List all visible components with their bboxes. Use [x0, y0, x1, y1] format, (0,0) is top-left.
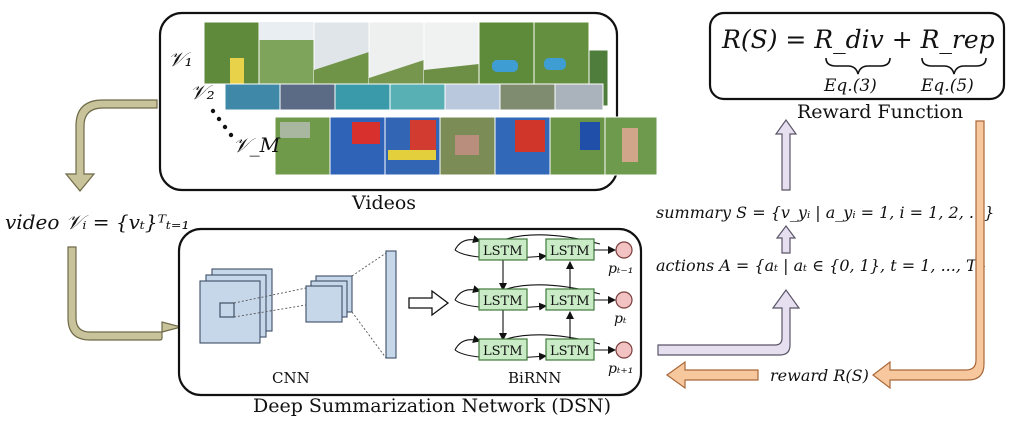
ellipsis-dot [222, 124, 228, 130]
arrow-videos-to-input [64, 99, 158, 192]
video-frame-hill [314, 52, 369, 84]
videos-panel: Videos [158, 11, 658, 214]
video-frame [334, 83, 391, 111]
feature-map-small [305, 285, 343, 323]
videos-title: Videos [351, 192, 416, 214]
output-label: pₜ₊₁ [608, 361, 633, 377]
arrow-actions-to-summary [775, 225, 797, 254]
fc-projection [351, 311, 387, 359]
output-label: pₜ [614, 311, 627, 327]
lstm-label: LSTM [550, 294, 590, 309]
lstm-cell-forward [478, 288, 528, 311]
video-frame [279, 83, 336, 111]
lstm-label: LSTM [483, 294, 523, 309]
output-node [615, 241, 633, 259]
lstm-cell-forward [478, 338, 528, 361]
cnn-block: CNN [199, 250, 397, 387]
video-frame [444, 83, 501, 111]
video-row-m-frames [274, 116, 658, 176]
arrow-reward-function-to-signal [872, 120, 985, 390]
input-arc [454, 335, 481, 351]
video-label-m: 𝒱_M [233, 133, 281, 157]
video-frame-detail [492, 60, 518, 72]
video-label-1: 𝒱₁ [168, 47, 193, 71]
lstm-label: LSTM [483, 344, 523, 359]
lstm-label: LSTM [550, 244, 590, 259]
ellipsis-dot [210, 108, 216, 114]
video-input-label: video 𝒱ᵢ = {vₜ}ᵀₜ₌₁ [5, 210, 189, 234]
reward-panel: R(S) = R_div + R_rep Eq.(3) Eq.(5) Rewar… [708, 11, 1006, 123]
video-frame-detail [455, 135, 479, 155]
lstm-label: LSTM [550, 344, 590, 359]
video-frame-detail [230, 58, 244, 84]
conv-kernel [219, 302, 235, 318]
row-ellipsis-dots [210, 108, 234, 138]
arrow-summary-to-reward [774, 118, 798, 191]
feature-map [199, 280, 261, 344]
kernel-projection [233, 304, 307, 318]
video-label-2: 𝒱₂ [190, 80, 215, 104]
brace-rep [921, 57, 987, 75]
kernel-projection [233, 287, 307, 304]
cnn-to-birnn-arrow [408, 289, 450, 317]
birnn-label: BiRNN [508, 369, 561, 387]
video-frame-hill [424, 64, 479, 84]
feature-vector [385, 250, 397, 359]
video-frame [499, 83, 556, 111]
ellipsis-dot [228, 132, 234, 138]
input-arc [454, 235, 481, 251]
video-frame-detail [280, 122, 310, 138]
reward-function-title: Reward Function [797, 101, 963, 123]
ellipsis-dot [216, 116, 222, 122]
arrow-input-to-dsn [67, 246, 184, 341]
video-frame-detail [580, 122, 600, 150]
dsn-title: Deep Summarization Network (DSN) [253, 395, 611, 417]
video-row-1-frames [203, 21, 609, 107]
arrow-dsn-to-actions [657, 288, 801, 356]
brace-div [825, 57, 891, 75]
video-frame-sky [259, 22, 314, 40]
reward-formula: R(S) = R_div + R_rep [721, 25, 995, 54]
video-frame-detail [388, 150, 436, 160]
lstm-cell-forward [478, 238, 528, 261]
fc-projection [351, 252, 387, 277]
output-node [615, 341, 633, 359]
video-frame-detail [544, 58, 566, 70]
eq-rep-ref: Eq.(5) [920, 76, 974, 96]
dsn-panel: Deep Summarization Network (DSN) CNN [177, 227, 643, 417]
reward-panel-frame [708, 11, 1006, 101]
video-frame-detail [410, 120, 436, 150]
actions-label: actions A = {aₜ | aₜ ∈ {0, 1}, t = 1, ..… [656, 256, 987, 275]
video-frame-detail [352, 122, 380, 144]
birnn-block: LSTM LSTM LSTM LSTM LSTM LSTM pₜ₋₁ pₜ pₜ… [454, 234, 633, 387]
video-frame-detail [515, 120, 545, 152]
eq-div-ref: Eq.(3) [823, 76, 877, 96]
arrow-reward-to-dsn [665, 360, 759, 390]
video-frame [533, 21, 590, 85]
video-row-2-frames [224, 83, 604, 111]
video-frame [224, 83, 281, 111]
output-label: pₜ₋₁ [608, 261, 633, 277]
reward-signal-label: reward R(S) [770, 366, 869, 385]
input-arc [454, 285, 481, 301]
video-frame [554, 83, 604, 111]
summary-label: summary S = {v_yᵢ | a_yᵢ = 1, i = 1, 2, … [656, 203, 994, 222]
output-node [615, 291, 633, 309]
cnn-label: CNN [272, 369, 310, 387]
video-frame-hill [369, 60, 424, 84]
lstm-label: LSTM [483, 244, 523, 259]
video-frame [478, 21, 535, 85]
video-frame [389, 83, 446, 111]
video-frame-detail [622, 128, 638, 162]
